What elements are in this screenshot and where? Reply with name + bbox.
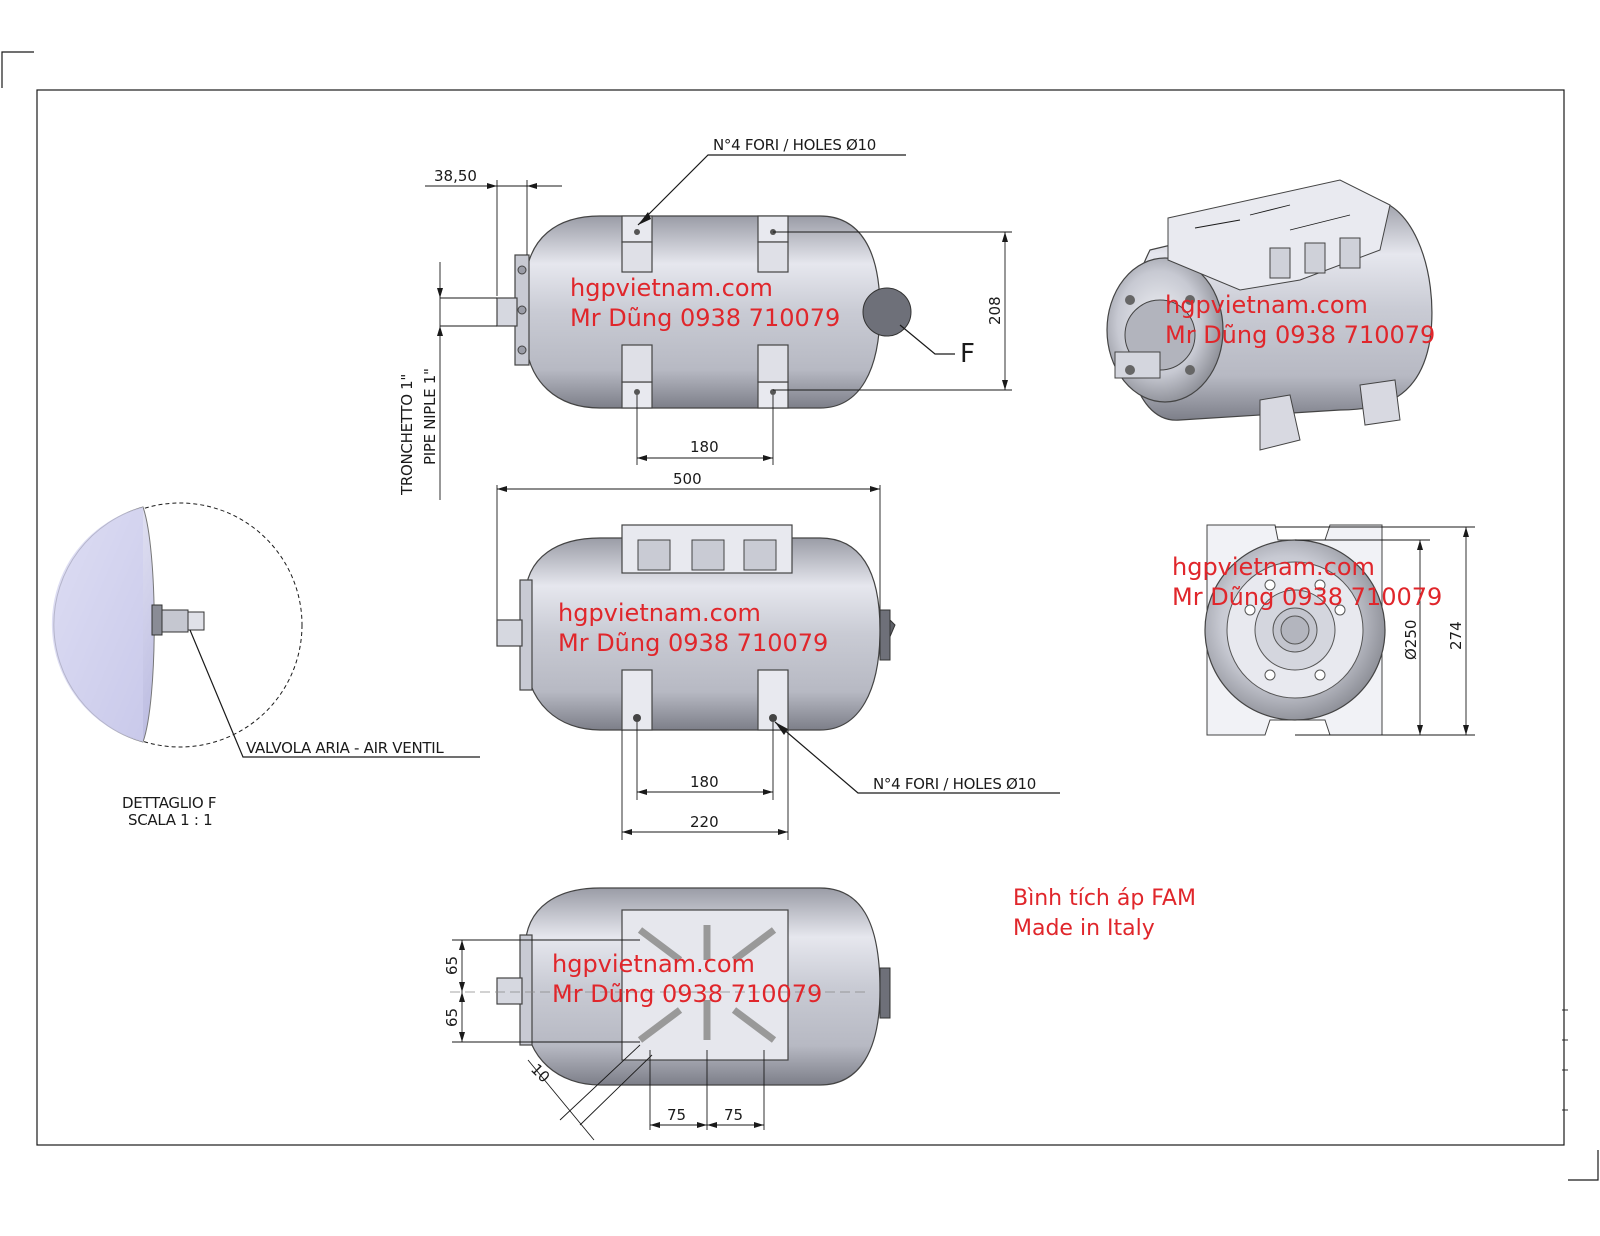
- dim-75-left: 75: [667, 1106, 686, 1124]
- dim-208: 208: [986, 296, 1004, 325]
- dim-38-50: 38,50: [434, 167, 477, 185]
- watermark-site-2: hgpvietnam.com: [1165, 291, 1368, 319]
- pipe-label-en: PIPE NIPLE 1": [421, 368, 439, 465]
- watermark-contact-2: Mr Dũng 0938 710079: [1165, 321, 1435, 349]
- dim-250: Ø250: [1402, 620, 1420, 660]
- dim-75-right: 75: [724, 1106, 743, 1124]
- front-holes-note: N°4 FORI / HOLES Ø10: [873, 775, 1036, 793]
- detail-scale: SCALA 1 : 1: [128, 811, 212, 829]
- watermark-site-1: hgpvietnam.com: [570, 274, 773, 302]
- pipe-label-it: TRONCHETTO 1": [398, 374, 416, 496]
- product-name: Bình tích áp FAM: [1013, 886, 1196, 911]
- dim-500: 500: [673, 470, 702, 488]
- top-holes-note: N°4 FORI / HOLES Ø10: [713, 136, 876, 154]
- detail-f-marker: F: [960, 339, 975, 369]
- watermark-site-4: hgpvietnam.com: [1172, 553, 1375, 581]
- detail-title: DETTAGLIO F: [122, 794, 216, 812]
- top-dim-180: 180: [690, 438, 719, 456]
- dim-220: 220: [690, 813, 719, 831]
- watermark-contact-3: Mr Dũng 0938 710079: [558, 629, 828, 657]
- dim-65-top: 65: [443, 956, 461, 975]
- watermark-site-5: hgpvietnam.com: [552, 950, 755, 978]
- watermark-contact-4: Mr Dũng 0938 710079: [1172, 583, 1442, 611]
- dim-65-bottom: 65: [443, 1008, 461, 1027]
- bottom-view: 65 65 10 75 75 hgpvietnam.com Mr Dũng 09…: [443, 887, 891, 1141]
- dim-274: 274: [1447, 621, 1465, 650]
- watermark-site-3: hgpvietnam.com: [558, 599, 761, 627]
- valve-label: VALVOLA ARIA - AIR VENTIL: [246, 739, 444, 757]
- product-label: Bình tích áp FAM Made in Italy: [1013, 886, 1196, 941]
- isometric-view: hgpvietnam.com Mr Dũng 0938 710079: [1106, 179, 1435, 451]
- watermark-contact-5: Mr Dũng 0938 710079: [552, 980, 822, 1008]
- sheet-border: [1, 51, 1599, 1181]
- product-origin: Made in Italy: [1013, 916, 1155, 941]
- side-view: Ø250 274 hgpvietnam.com Mr Dũng 0938 710…: [1172, 524, 1475, 736]
- watermark-contact-1: Mr Dũng 0938 710079: [570, 304, 840, 332]
- detail-f-view: VALVOLA ARIA - AIR VENTIL DETTAGLIO F SC…: [51, 502, 480, 829]
- front-view: 500 180 220 N°4 FORI / HOLES Ø10: [496, 470, 1060, 840]
- front-dim-180: 180: [690, 773, 719, 791]
- top-view: N°4 FORI / HOLES Ø10 38,50 TRONCHETTO 1"…: [398, 136, 1012, 500]
